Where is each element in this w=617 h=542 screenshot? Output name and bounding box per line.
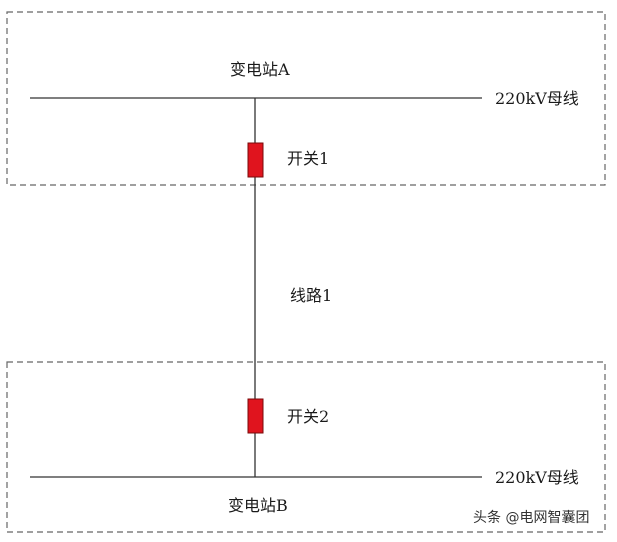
- switch-2-label: 开关2: [287, 407, 330, 426]
- switch-2-symbol[interactable]: [247, 398, 264, 434]
- busbar-b-label: 220kV母线: [495, 468, 579, 487]
- substation-b-boundary: [6, 361, 606, 533]
- busbar-a-label: 220kV母线: [495, 89, 579, 108]
- substation-a-boundary: [6, 11, 606, 186]
- switch-1-symbol[interactable]: [247, 142, 264, 178]
- substation-a-label: 变电站A: [230, 60, 290, 79]
- substation-b-label: 变电站B: [228, 496, 288, 515]
- switch-1-label: 开关1: [287, 149, 330, 168]
- watermark: 头条 @电网智囊团: [473, 510, 590, 526]
- line-1-label: 线路1: [290, 286, 333, 305]
